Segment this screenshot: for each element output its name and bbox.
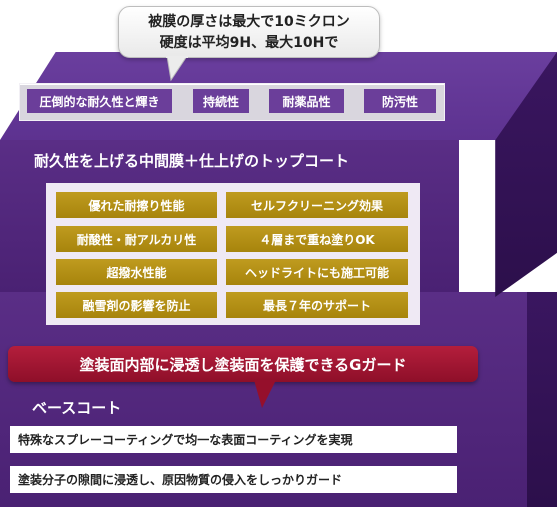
base-block-side (526, 292, 557, 507)
feature-2: セルフクリーニング効果 (226, 192, 408, 218)
thickness-callout-line1: 被膜の厚さは最大で10ミクロン (148, 14, 350, 30)
top-chip-2: 持続性 (193, 89, 249, 113)
g-guard-callout-tail (254, 380, 276, 408)
base-row-2: 塗装分子の隙間に浸透し、原因物質の侵入をしっかりガード (10, 466, 457, 493)
g-guard-callout: 塗装面内部に浸透し塗装面を保護できるGガード (8, 346, 478, 382)
top-chip-4: 防汚性 (364, 89, 436, 113)
feature-4: ４層まで重ね塗りOK (226, 226, 408, 252)
base-coat-title: ベースコート (32, 399, 122, 417)
top-chip-1: 圧倒的な耐久性と輝き (27, 89, 172, 113)
feature-6: ヘッドライトにも施工可能 (226, 259, 408, 285)
base-row-1: 特殊なスプレーコーティングで均一な表面コーティングを実現 (10, 426, 457, 453)
feature-5: 超撥水性能 (56, 259, 217, 285)
feature-7: 融雪剤の影響を防止 (56, 292, 217, 318)
feature-3: 耐酸性・耐アルカリ性 (56, 226, 217, 252)
feature-8: 最長７年のサポート (226, 292, 408, 318)
thickness-callout-tail (166, 56, 188, 82)
feature-1: 優れた耐擦り性能 (56, 192, 217, 218)
thickness-callout-line2: 硬度は平均9H、最大10Hで (159, 35, 339, 51)
thickness-callout: 被膜の厚さは最大で10ミクロン 硬度は平均9H、最大10Hで (118, 6, 380, 58)
g-guard-callout-text: 塗装面内部に浸透し塗装面を保護できるGガード (79, 355, 407, 374)
top-chip-3: 耐薬品性 (269, 89, 344, 113)
middle-coat-title: 耐久性を上げる中間膜＋仕上げのトップコート (34, 152, 350, 170)
